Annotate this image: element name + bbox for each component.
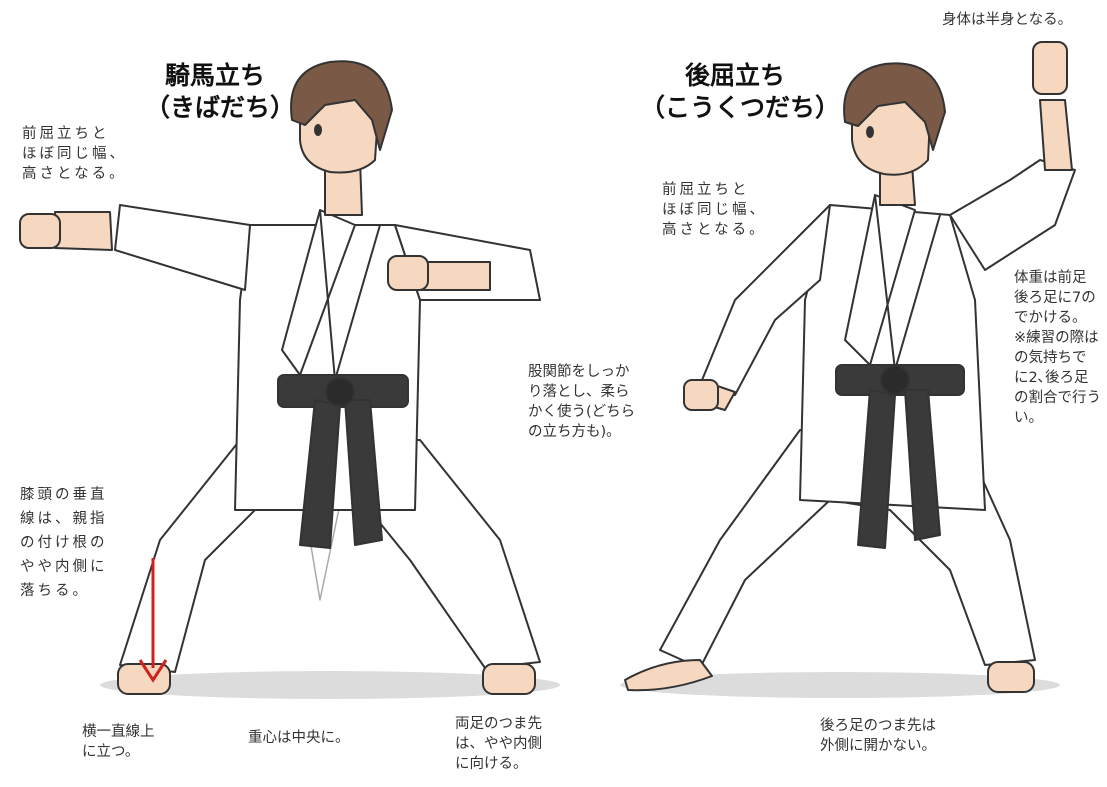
middle-note-hip-line: の立ち方も)。 [528, 424, 621, 440]
right-note-width-line: ほぼ同じ幅、 [662, 202, 767, 218]
left-note-width-line: ほぼ同じ幅、 [22, 146, 127, 162]
knee-vertical-arrow [138, 558, 168, 683]
right-note-width-line: 高さとなる。 [662, 222, 767, 238]
right-note-back-foot-line: 外側に開かない。 [820, 738, 936, 754]
right-note-width: 前屈立ちと ほぼ同じ幅、 高さとなる。 [662, 180, 767, 240]
left-note-knee-line: 膝頭の垂直 [20, 487, 108, 503]
right-figure-low-arm [699, 204, 831, 396]
left-note-line-line: 横一直線上 [82, 724, 155, 740]
left-note-knee-line: 落ちる。 [20, 583, 90, 599]
left-note-knee: 膝頭の垂直 線は、親指 の付け根の やや内側に 落ちる。 [20, 483, 108, 603]
left-note-toes-line: に向ける。 [455, 756, 528, 772]
right-note-weight-line: の気持ちで [1014, 350, 1087, 366]
middle-note-hip-line: かく使う(どちら [528, 404, 636, 420]
right-note-weight-line: でかける。 [1014, 310, 1087, 326]
right-note-weight-line: の割合で行う [1014, 390, 1101, 406]
right-note-width-line: 前屈立ちと [662, 182, 750, 198]
left-note-knee-line: やや内側に [20, 559, 108, 575]
right-figure-raised-arm [949, 159, 1076, 271]
middle-note-hip: 股関節をしっか り落とし、柔ら かく使う(どちら の立ち方も)。 [528, 362, 635, 442]
left-note-center: 重心は中央に。 [248, 730, 350, 746]
right-note-back-foot: 後ろ足のつま先は 外側に開かない。 [820, 716, 936, 756]
right-title-line1: 後屈立ち [684, 61, 785, 90]
left-note-toes-line: 両足のつま先 [455, 716, 542, 732]
left-note-knee-line: の付け根の [20, 535, 108, 551]
left-title-line1: 騎馬立ち [164, 61, 265, 90]
middle-note-hip-line: 股関節をしっか [528, 364, 630, 380]
left-note-line: 横一直線上 に立つ。 [82, 722, 155, 762]
right-note-weight-line: 体重は前足 [1014, 270, 1087, 286]
left-note-toes-line: は、やや内側 [455, 736, 542, 752]
right-note-weight-line: ※練習の際は [1014, 330, 1099, 346]
right-title: 後屈立ち （こうくつだち） [640, 60, 841, 124]
ground-shadow-right [620, 672, 1060, 698]
right-note-weight: 体重は前足 後ろ足に7の でかける。 ※練習の際は の気持ちで に2､後ろ足 の… [1014, 268, 1107, 428]
right-note-back-foot-line: 後ろ足のつま先は [820, 718, 936, 734]
right-note-weight-line: い。 [1014, 410, 1043, 426]
right-figure-hair [843, 62, 946, 151]
left-note-width-line: 高さとなる。 [22, 166, 127, 182]
right-note-weight-line: に2､後ろ足 [1014, 370, 1089, 386]
left-note-width-line: 前屈立ちと [22, 126, 110, 142]
left-note-toes: 両足のつま先 は、やや内側 に向ける。 [455, 714, 542, 774]
left-note-line-line: に立つ。 [82, 744, 140, 760]
right-note-weight-line: 後ろ足に7の [1014, 290, 1096, 306]
left-figure-hair [290, 60, 393, 151]
middle-note-hip-line: り落とし、柔ら [528, 384, 630, 400]
figure-kiba-dachi [19, 60, 541, 695]
left-note-width: 前屈立ちと ほぼ同じ幅、 高さとなる。 [22, 124, 127, 184]
left-title-line2: （きばだち） [145, 93, 296, 122]
left-title: 騎馬立ち （きばだち） [145, 60, 296, 124]
ground-shadow-left [100, 671, 560, 699]
left-figure-punch-arm [114, 204, 251, 291]
figure-kokutsu-dachi [624, 41, 1076, 693]
right-title-line2: （こうくつだち） [640, 93, 841, 122]
left-note-knee-line: 線は、親指 [20, 511, 108, 527]
right-top-note: 身体は半身となる。 [942, 12, 1073, 28]
